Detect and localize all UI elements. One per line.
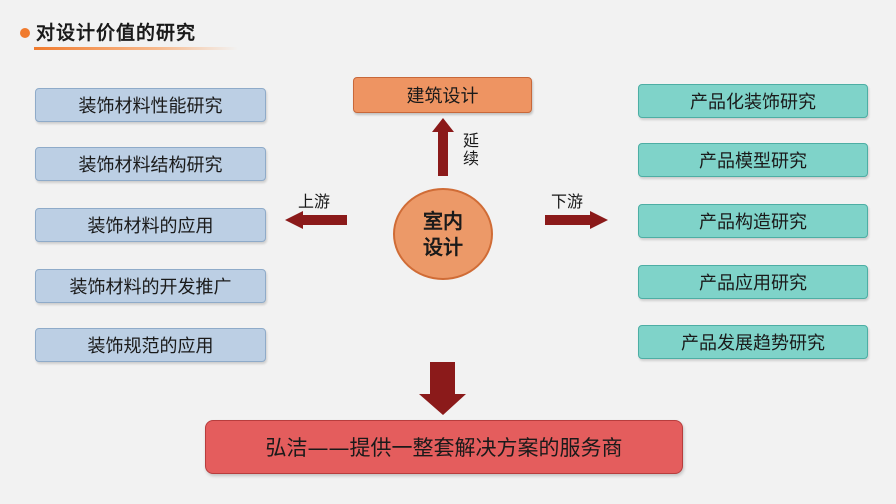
- center-label-line1: 室内: [423, 209, 463, 233]
- center-label-line2: 设计: [423, 235, 463, 259]
- title-bullet-dot: [20, 28, 30, 38]
- title-underline: [34, 47, 238, 50]
- right-item-product-application: 产品应用研究: [638, 265, 868, 299]
- right-item-product-trend: 产品发展趋势研究: [638, 325, 868, 359]
- left-item-material-structure: 装饰材料结构研究: [35, 147, 266, 181]
- page-title: 对设计价值的研究: [36, 22, 197, 44]
- left-item-material-promotion: 装饰材料的开发推广: [35, 269, 266, 303]
- upstream-label: 上游: [298, 192, 331, 211]
- continuation-label: 延续: [462, 131, 479, 168]
- right-arrow-icon: [545, 211, 608, 229]
- downstream-label: 下游: [551, 192, 584, 211]
- left-item-material-performance: 装饰材料性能研究: [35, 88, 266, 122]
- left-item-material-application: 装饰材料的应用: [35, 208, 266, 242]
- right-item-product-construction: 产品构造研究: [638, 204, 868, 238]
- architecture-design-box: 建筑设计: [353, 77, 532, 113]
- service-provider-banner: 弘洁——提供一整套解决方案的服务商: [205, 420, 683, 474]
- right-item-productization: 产品化装饰研究: [638, 84, 868, 118]
- down-arrow-icon: [419, 362, 466, 415]
- left-arrow-icon: [285, 211, 347, 229]
- right-item-product-model: 产品模型研究: [638, 143, 868, 177]
- left-item-standard-application: 装饰规范的应用: [35, 328, 266, 362]
- interior-design-circle: 室内 设计: [393, 188, 493, 280]
- up-arrow-icon: [432, 118, 454, 176]
